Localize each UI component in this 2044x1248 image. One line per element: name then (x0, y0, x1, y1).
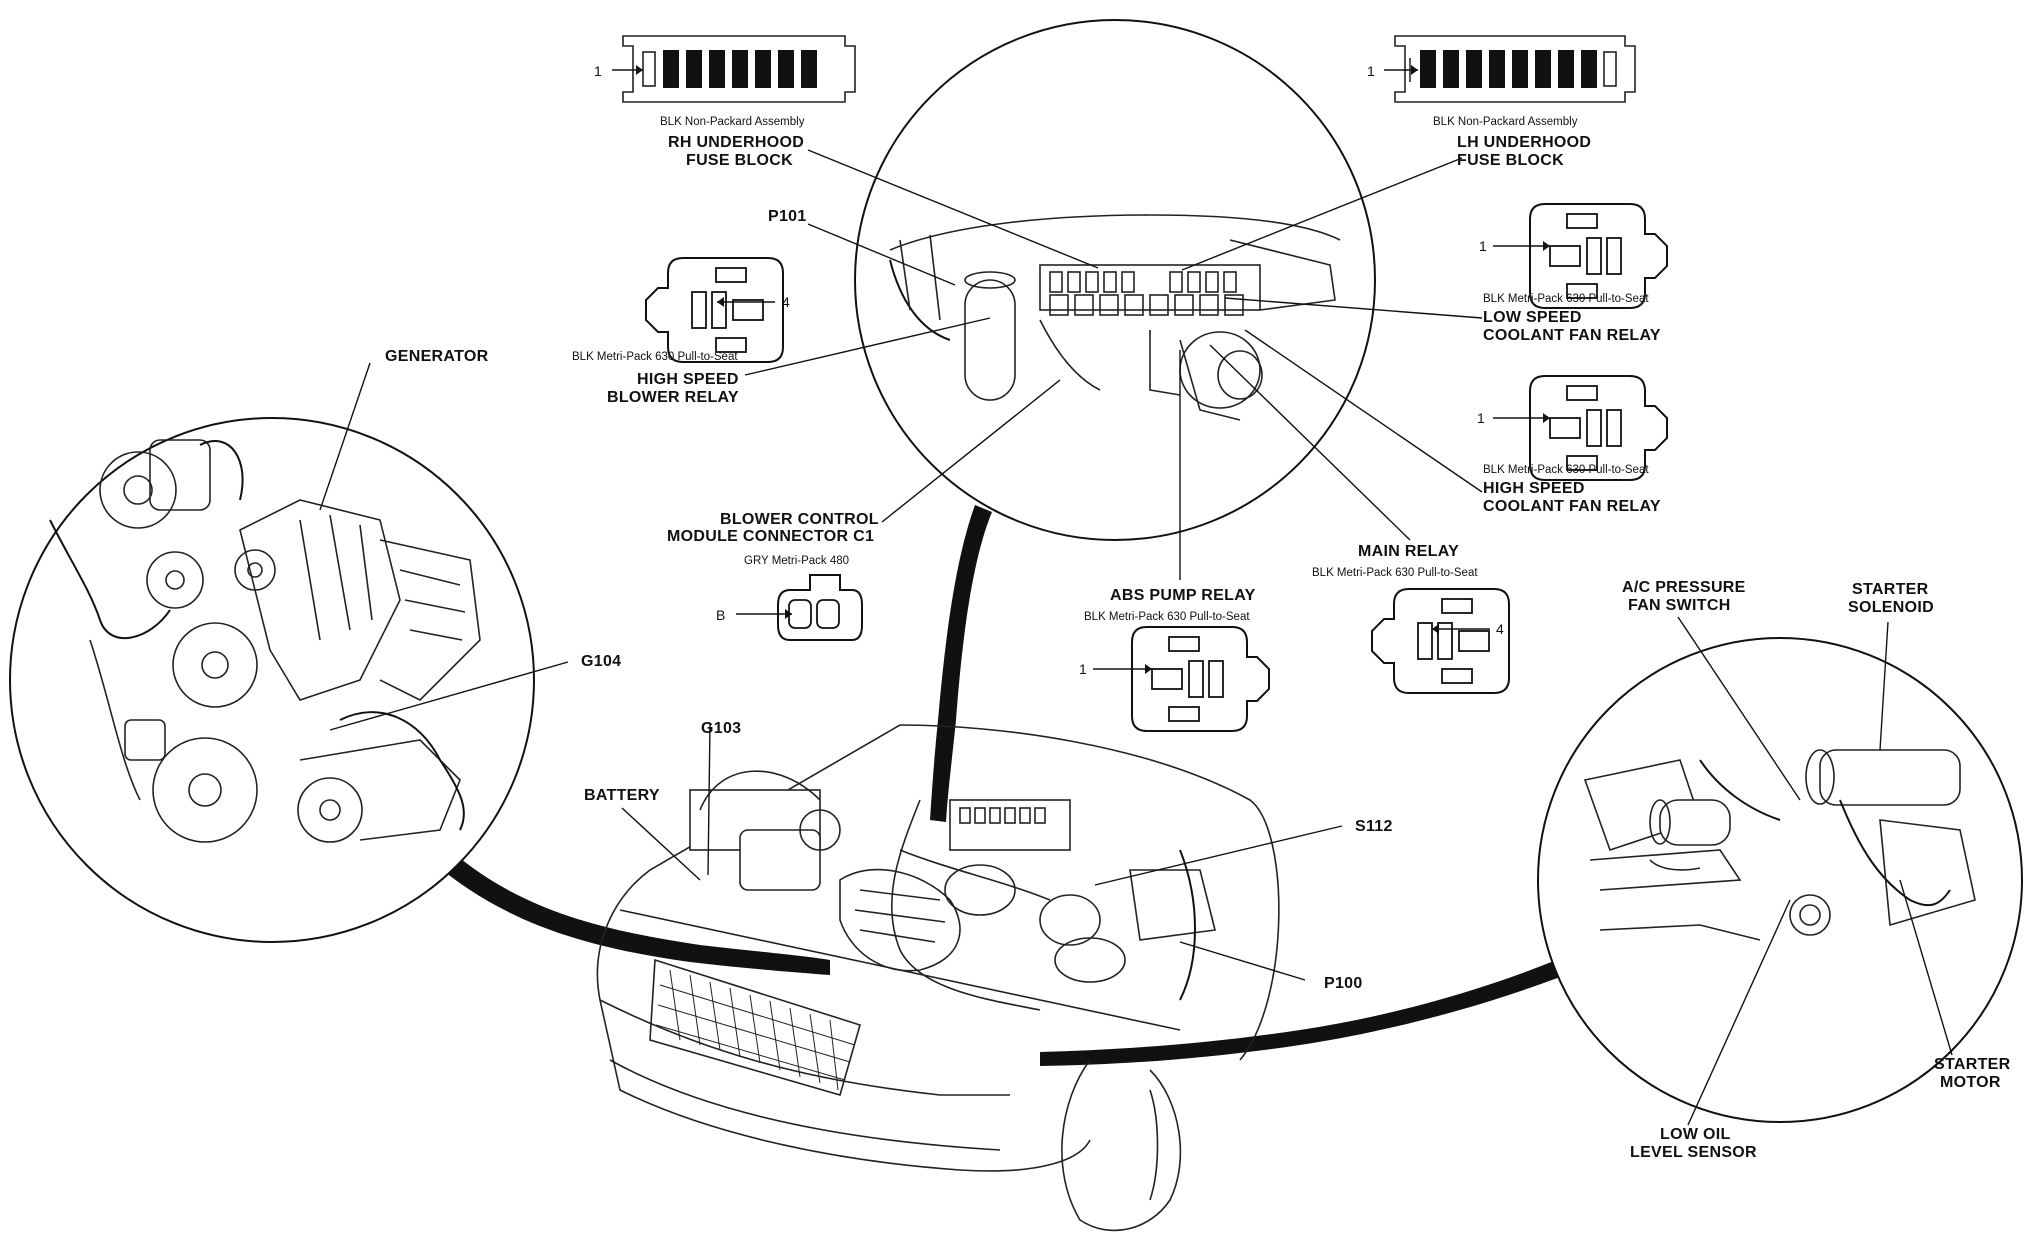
high-speed-blower-relay-line2: BLOWER RELAY (607, 389, 739, 406)
p101-label: P101 (768, 208, 807, 225)
generator-label: GENERATOR (385, 348, 489, 365)
g104-label: G104 (581, 653, 621, 670)
main-relay-connector-symbol (1371, 588, 1510, 694)
high-speed-coolant-fan-relay-pin: 1 (1477, 410, 1485, 426)
abs-pump-relay-connector-symbol (1131, 626, 1270, 732)
blower-control-module-connector-symbol (736, 574, 863, 641)
high-speed-coolant-fan-relay-line2: COOLANT FAN RELAY (1483, 498, 1661, 515)
lh-fuse-block-connector-symbol (1384, 35, 1636, 103)
starter-solenoid-line2: SOLENOID (1848, 599, 1934, 616)
ac-pressure-fan-switch-line2: FAN SWITCH (1628, 597, 1731, 614)
lh-fuse-block-pin: 1 (1367, 63, 1375, 79)
high-speed-coolant-fan-relay-connector-type: BLK Metri-Pack 630 Pull-to-Seat (1483, 464, 1649, 476)
rh-fuse-block-title-line2: FUSE BLOCK (686, 152, 793, 169)
battery-label: BATTERY (584, 787, 660, 804)
low-oil-level-sensor-line2: LEVEL SENSOR (1630, 1144, 1757, 1161)
vehicle-engine-bay-sketch (596, 724, 1280, 1232)
starter-motor-line1: STARTER (1934, 1056, 2011, 1073)
abs-pump-relay-pin: 1 (1079, 661, 1087, 677)
blower-control-module-line2: MODULE CONNECTOR C1 (667, 528, 874, 545)
main-relay-title: MAIN RELAY (1358, 543, 1459, 560)
rh-fuse-block-connector-symbol (612, 35, 856, 103)
lh-fuse-block-connector-type: BLK Non-Packard Assembly (1433, 116, 1578, 128)
rh-fuse-block-title-line1: RH UNDERHOOD (668, 134, 804, 151)
low-speed-coolant-fan-relay-connector-type: BLK Metri-Pack 630 Pull-to-Seat (1483, 293, 1649, 305)
low-speed-coolant-fan-relay-line1: LOW SPEED (1483, 309, 1582, 326)
g103-label: G103 (701, 720, 741, 737)
connector-bands (440, 505, 1588, 1066)
blower-control-module-connector-type: GRY Metri-Pack 480 (744, 555, 849, 567)
high-speed-blower-relay-line1: HIGH SPEED (637, 371, 739, 388)
low-speed-coolant-fan-relay-line2: COOLANT FAN RELAY (1483, 327, 1661, 344)
blower-control-module-line1: BLOWER CONTROL (720, 511, 879, 528)
main-relay-pin: 4 (1496, 621, 1504, 637)
labels: 1 BLK Non-Packard Assembly RH UNDERHOOD … (385, 63, 2011, 1161)
abs-pump-relay-connector-type: BLK Metri-Pack 630 Pull-to-Seat (1084, 611, 1250, 623)
low-oil-level-sensor-line1: LOW OIL (1660, 1126, 1731, 1143)
blower-control-module-pin: B (716, 607, 725, 623)
rh-fuse-block-connector-type: BLK Non-Packard Assembly (660, 116, 805, 128)
p100-label: P100 (1324, 975, 1363, 992)
detail-circle-generator (9, 417, 535, 943)
ac-pressure-fan-switch-line1: A/C PRESSURE (1622, 579, 1746, 596)
s112-label: S112 (1355, 818, 1393, 835)
leader-lines (319, 149, 1953, 1126)
rh-fuse-block-pin: 1 (594, 63, 602, 79)
starter-solenoid-line1: STARTER (1852, 581, 1929, 598)
lh-fuse-block-title-line2: FUSE BLOCK (1457, 152, 1564, 169)
starter-motor-line2: MOTOR (1940, 1074, 2001, 1091)
detail-circle-starter (1537, 637, 2023, 1123)
high-speed-blower-relay-pin: 4 (782, 294, 790, 310)
abs-pump-relay-title: ABS PUMP RELAY (1110, 587, 1256, 604)
main-relay-connector-type: BLK Metri-Pack 630 Pull-to-Seat (1312, 567, 1478, 579)
lh-fuse-block-title-line1: LH UNDERHOOD (1457, 134, 1591, 151)
detail-circle-fuse-blocks (854, 19, 1376, 541)
high-speed-blower-relay-connector-type: BLK Metri-Pack 630 Pull-to-Seat (572, 351, 738, 363)
high-speed-blower-relay-connector-symbol (645, 257, 784, 363)
low-speed-coolant-fan-relay-pin: 1 (1479, 238, 1487, 254)
high-speed-coolant-fan-relay-line1: HIGH SPEED (1483, 480, 1585, 497)
